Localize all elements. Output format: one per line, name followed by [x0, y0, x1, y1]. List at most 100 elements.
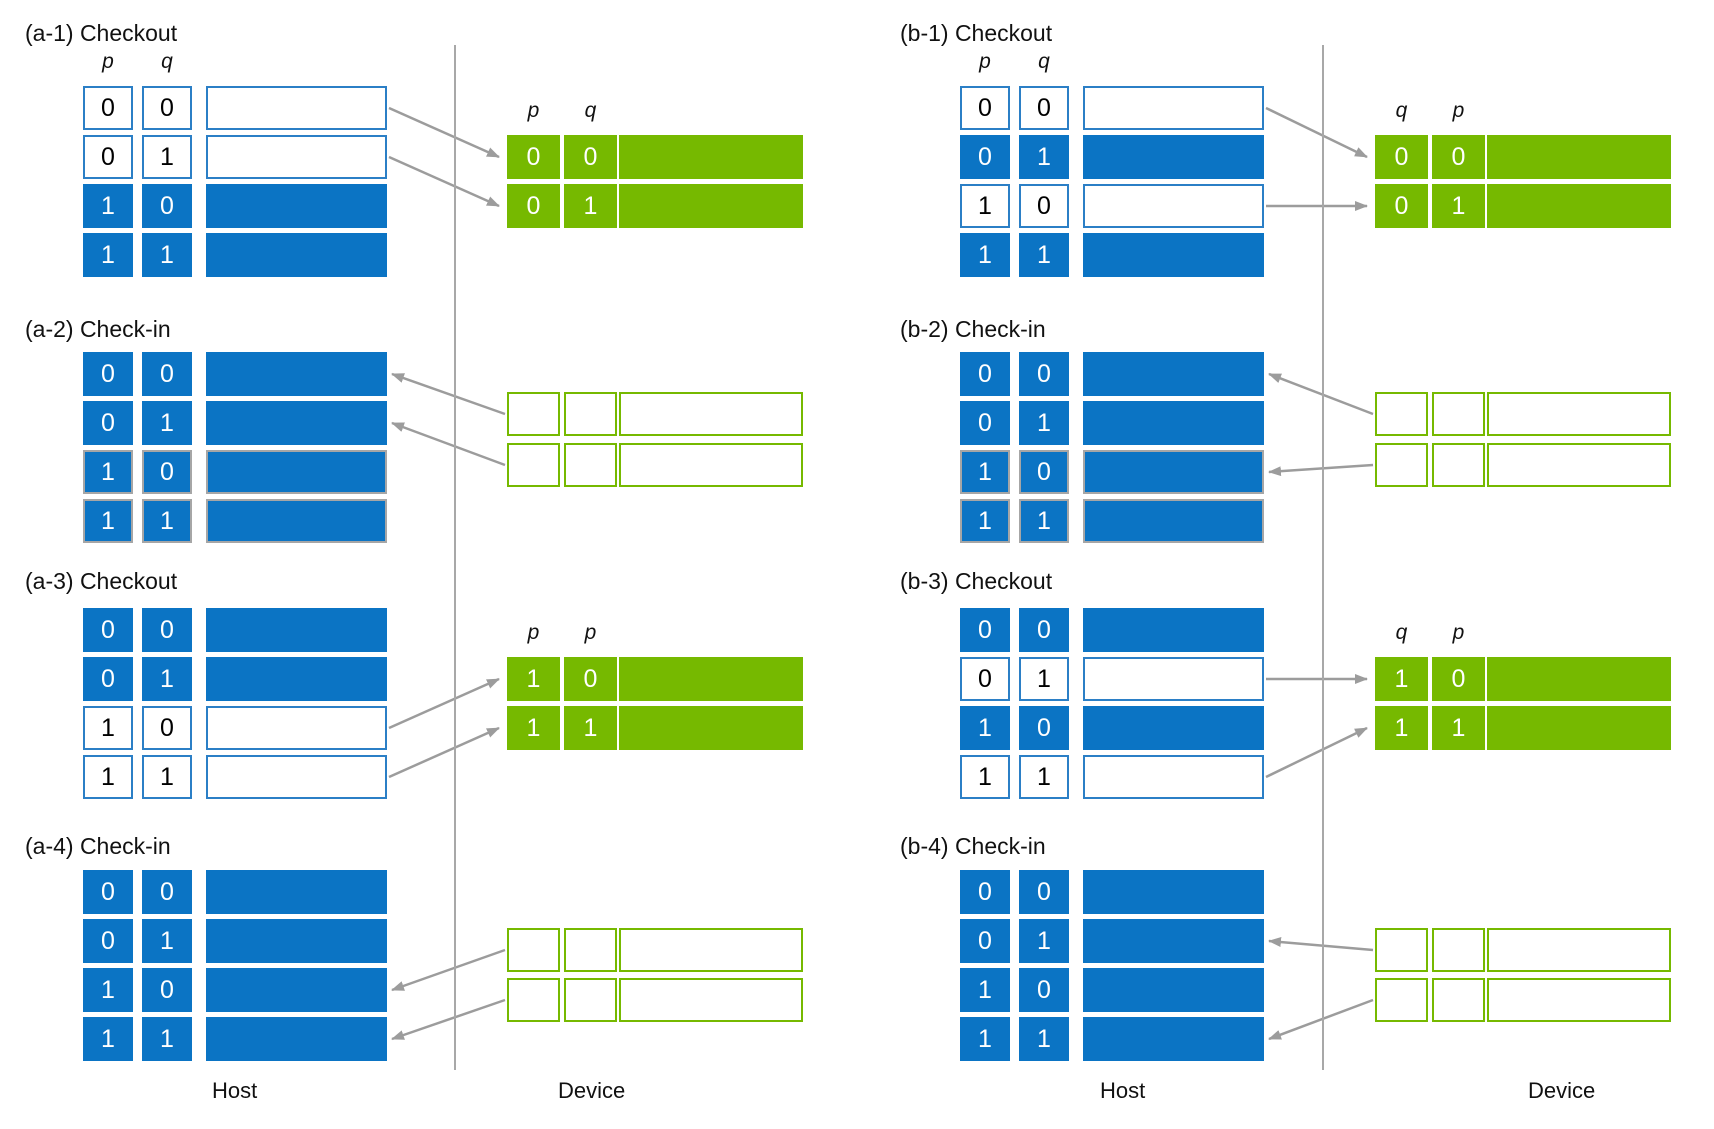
host-cell-p: 0	[960, 870, 1010, 914]
transfer-arrow	[388, 677, 500, 730]
device-data-bar	[619, 392, 803, 436]
device-data-bar	[619, 706, 803, 750]
host-cell-p: 0	[83, 401, 133, 445]
host-cell-q: 0	[142, 706, 192, 750]
device-cell-2	[1432, 978, 1485, 1022]
device-data-bar	[619, 978, 803, 1022]
device-cell-1: 1	[507, 657, 560, 701]
device-cell-1	[1375, 928, 1428, 972]
device-cell-2	[1432, 392, 1485, 436]
host-cell-q: 1	[1019, 657, 1069, 701]
transfer-arrow	[391, 948, 506, 992]
host-device-divider-left	[454, 45, 456, 1070]
transfer-arrow	[391, 372, 506, 416]
host-cell-q: 0	[1019, 86, 1069, 130]
host-column-header-q: q	[1038, 50, 1050, 73]
host-data-bar	[206, 919, 387, 963]
host-cell-q: 0	[142, 184, 192, 228]
panel-title-a-4: (a-4) Check-in	[25, 833, 171, 859]
transfer-arrow	[1268, 463, 1374, 477]
host-cell-q: 0	[1019, 870, 1069, 914]
host-data-bar	[206, 86, 387, 130]
host-data-bar	[206, 1017, 387, 1061]
transfer-arrow	[1265, 726, 1368, 779]
host-cell-p: 0	[960, 401, 1010, 445]
host-data-bar	[1083, 352, 1264, 396]
host-data-bar	[206, 352, 387, 396]
host-data-bar	[206, 657, 387, 701]
device-cell-1: 0	[1375, 135, 1428, 179]
panel-title-a-2: (a-2) Check-in	[25, 316, 171, 342]
host-cell-p: 0	[83, 135, 133, 179]
host-cell-q: 1	[142, 657, 192, 701]
panel-title-b-3: (b-3) Checkout	[900, 568, 1053, 594]
host-data-bar	[206, 755, 387, 799]
host-cell-p: 0	[83, 919, 133, 963]
host-cell-p: 0	[960, 919, 1010, 963]
host-data-bar	[206, 233, 387, 277]
host-cell-p: 1	[960, 968, 1010, 1012]
device-data-bar	[1487, 392, 1671, 436]
host-data-bar	[1083, 968, 1264, 1012]
host-data-bar	[206, 135, 387, 179]
device-cell-2	[564, 443, 617, 487]
device-cell-1: 0	[1375, 184, 1428, 228]
host-cell-p: 1	[83, 499, 133, 543]
device-data-bar	[619, 657, 803, 701]
host-device-divider-right	[1322, 45, 1324, 1070]
device-cell-2	[564, 392, 617, 436]
host-cell-q: 0	[142, 608, 192, 652]
panel-title-a-1: (a-1) Checkout	[25, 20, 178, 46]
device-cell-1	[1375, 978, 1428, 1022]
transfer-arrow	[388, 726, 500, 779]
host-data-bar	[1083, 608, 1264, 652]
host-cell-p: 1	[83, 233, 133, 277]
host-cell-p: 0	[960, 657, 1010, 701]
device-cell-1	[507, 928, 560, 972]
host-cell-p: 0	[83, 352, 133, 396]
device-cell-1	[507, 392, 560, 436]
device-cell-1	[507, 978, 560, 1022]
transfer-arrow	[1265, 106, 1368, 159]
device-cell-2: 1	[1432, 706, 1485, 750]
host-data-bar	[1083, 135, 1264, 179]
host-column-header-p: p	[102, 50, 114, 73]
host-cell-p: 0	[960, 608, 1010, 652]
host-cell-p: 1	[83, 755, 133, 799]
device-cell-2: 0	[564, 657, 617, 701]
host-cell-p: 1	[960, 1017, 1010, 1061]
host-data-bar	[1083, 86, 1264, 130]
device-cell-2: 0	[1432, 657, 1485, 701]
host-cell-q: 1	[142, 135, 192, 179]
transfer-arrow	[391, 998, 506, 1041]
device-data-bar	[619, 443, 803, 487]
host-cell-q: 0	[1019, 608, 1069, 652]
device-cell-2: 1	[564, 706, 617, 750]
device-cell-2	[1432, 928, 1485, 972]
host-cell-p: 1	[960, 450, 1010, 494]
device-cell-1: 1	[1375, 657, 1428, 701]
host-cell-q: 0	[1019, 450, 1069, 494]
device-cell-1	[507, 443, 560, 487]
host-data-bar	[206, 968, 387, 1012]
device-data-bar	[1487, 978, 1671, 1022]
panel-title-a-3: (a-3) Checkout	[25, 568, 178, 594]
host-cell-p: 0	[83, 86, 133, 130]
device-cell-1: 1	[1375, 706, 1428, 750]
host-cell-q: 1	[1019, 755, 1069, 799]
host-label-left: Host	[212, 1078, 258, 1103]
host-cell-q: 0	[142, 352, 192, 396]
device-data-bar	[1487, 135, 1671, 179]
device-column-header-p: p	[1452, 99, 1465, 122]
device-cell-1: 1	[507, 706, 560, 750]
host-data-bar	[1083, 755, 1264, 799]
host-cell-q: 0	[142, 450, 192, 494]
device-data-bar	[1487, 706, 1671, 750]
device-data-bar	[619, 928, 803, 972]
transfer-arrow	[388, 155, 500, 208]
host-data-bar	[206, 450, 387, 494]
host-cell-q: 1	[142, 233, 192, 277]
device-cell-1: 0	[507, 184, 560, 228]
device-cell-1	[1375, 392, 1428, 436]
